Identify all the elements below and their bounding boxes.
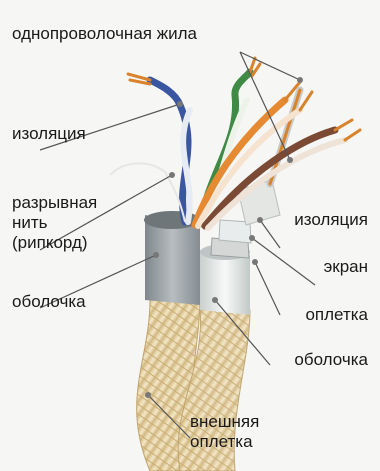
label-insulation-left: изоляция (12, 124, 86, 144)
label-single-wire-core: однопроволочная жила (12, 24, 197, 44)
label-screen: экран (324, 257, 368, 277)
label-outer-braid-1: внешняя (190, 412, 259, 432)
label-rip-cord-2: нить (12, 213, 48, 233)
label-outer-braid-2: оплетка (190, 432, 253, 452)
label-rip-cord-1: разрывная (12, 193, 97, 213)
label-braid: оплетка (305, 305, 368, 325)
label-rip-cord-3: (рипкорд) (12, 233, 88, 253)
label-jacket-left: оболочка (12, 292, 86, 312)
copper-cores (128, 58, 360, 140)
label-insulation-right: изоляция (294, 210, 368, 230)
label-jacket-right: оболочка (294, 350, 368, 370)
